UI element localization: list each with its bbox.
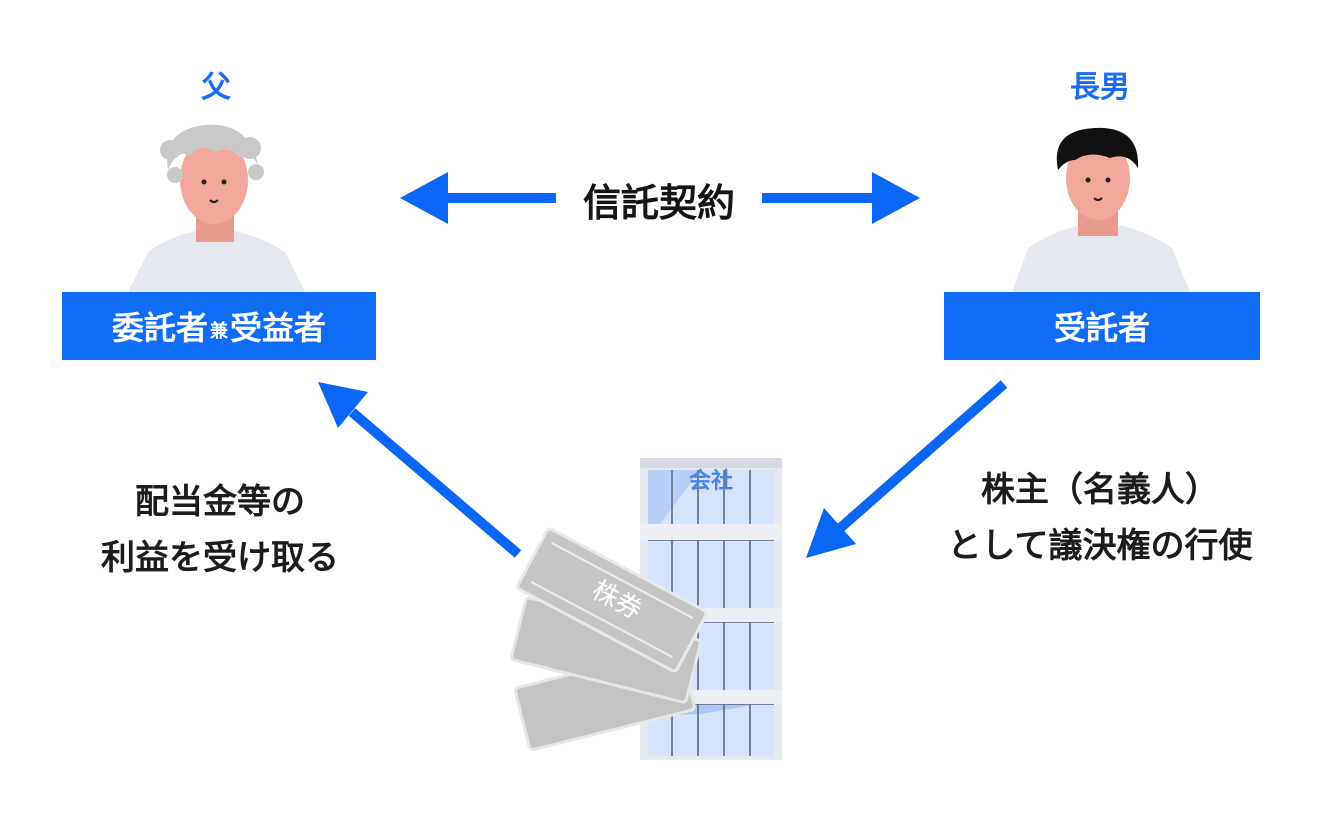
father-role-joint: 兼 — [210, 321, 228, 342]
son-role-box: 受託者 — [944, 292, 1260, 360]
father-label: 父 — [201, 70, 231, 105]
dividend-text-line2: 利益を受け取る — [101, 538, 339, 578]
company-label: 会社 — [688, 469, 733, 494]
dividend-text-line1: 配当金等の — [135, 482, 305, 522]
voting-text: 株主（名義人） として議決権の行使 — [900, 462, 1300, 574]
father-role-settlor: 委託者 — [111, 309, 208, 347]
contract-label: 信託契約 — [582, 181, 735, 225]
father-role-box: 委託者 兼 受益者 — [62, 292, 376, 360]
dividend-text: 配当金等の 利益を受け取る — [40, 474, 400, 586]
father-illustration — [128, 124, 305, 292]
voting-text-line2: として議決権の行使 — [947, 526, 1253, 566]
stock-certificates — [510, 527, 708, 752]
son-role-trustee: 受託者 — [1053, 309, 1150, 347]
contract-arrow — [400, 172, 920, 224]
dividend-arrow — [318, 382, 522, 558]
son-illustration — [1012, 127, 1190, 292]
father-role-beneficiary: 受益者 — [230, 309, 327, 347]
voting-arrow — [806, 380, 1008, 558]
voting-text-line1: 株主（名義人） — [981, 470, 1219, 510]
son-label: 長男 — [1070, 70, 1130, 105]
